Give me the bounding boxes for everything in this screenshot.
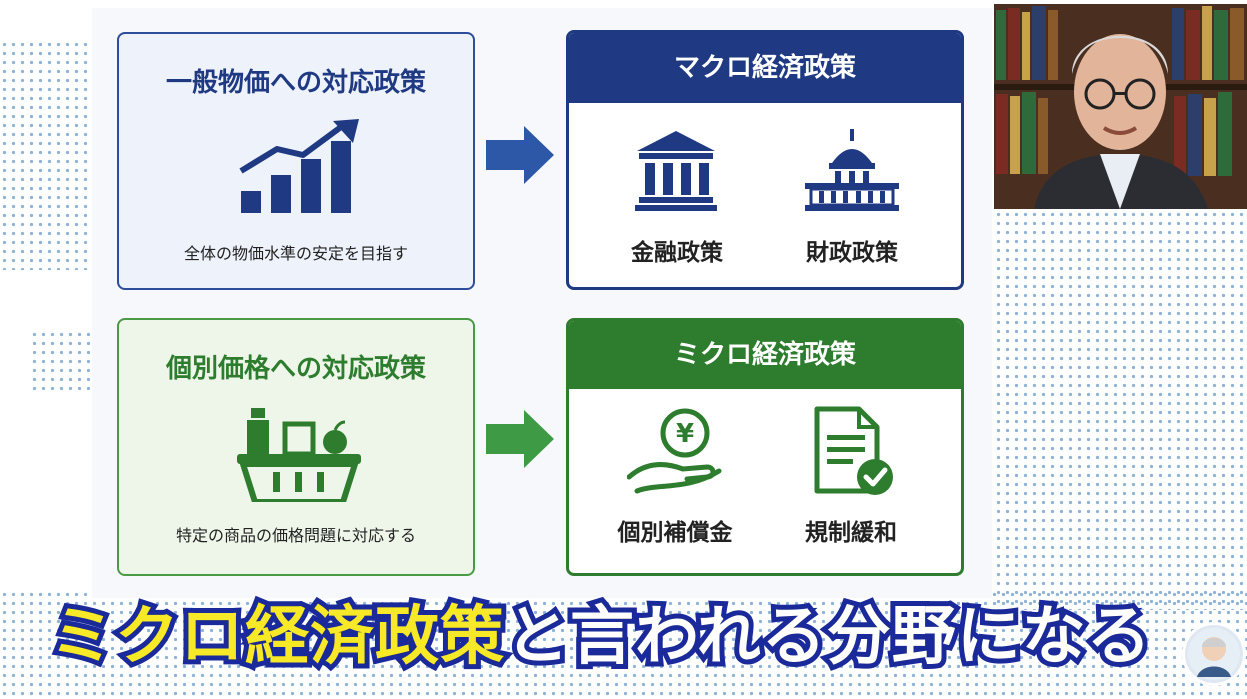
channel-logo-icon bbox=[1188, 628, 1240, 680]
bank-icon bbox=[635, 131, 717, 211]
arrow-right-icon bbox=[486, 410, 554, 468]
parliament-icon bbox=[805, 129, 899, 211]
individual-price-policy-description: 特定の商品の価格問題に対応する bbox=[175, 526, 416, 545]
caption-rest: と言われる分野になる bbox=[500, 595, 1156, 679]
deregulation-label: 規制緩和 bbox=[805, 520, 897, 546]
yen-hand-icon: ¥ bbox=[627, 408, 722, 494]
general-price-policy-title: 一般物価への対応政策 bbox=[165, 68, 426, 98]
shopping-basket-icon bbox=[237, 408, 361, 502]
general-price-policy-description: 全体の物価水準の安定を目指す bbox=[183, 244, 408, 263]
presenter-video-frame bbox=[994, 4, 1247, 209]
channel-logo-badge bbox=[1182, 622, 1246, 686]
individual-price-policy-title: 個別価格への対応政策 bbox=[165, 354, 426, 384]
presenter-webcam bbox=[994, 4, 1247, 209]
svg-text:¥: ¥ bbox=[676, 419, 694, 449]
general-price-policy-card: 一般物価への対応政策 全体の物価水準の安定を目指す bbox=[117, 32, 475, 290]
macro-economic-policy-header: マクロ経済政策 bbox=[569, 33, 961, 103]
dot-pattern-left-top bbox=[0, 40, 90, 270]
rising-bar-chart-icon bbox=[239, 119, 359, 213]
arrow-right-icon bbox=[486, 126, 554, 184]
individual-price-policy-card: 個別価格への対応政策 特定の商品の価格問題に対応する bbox=[117, 318, 475, 576]
dot-pattern-right bbox=[994, 210, 1247, 610]
subtitle-caption: ミクロ経済政策と言われる分野になる bbox=[45, 585, 1180, 679]
dot-pattern-bottom bbox=[0, 590, 1247, 699]
monetary-policy-label: 金融政策 bbox=[631, 240, 723, 266]
individual-compensation-label: 個別補償金 bbox=[617, 520, 733, 546]
micro-economic-policy-card: ミクロ経済政策 ¥ 個別補償金 規制緩和 bbox=[566, 318, 964, 576]
document-check-icon bbox=[814, 406, 893, 495]
dot-pattern-left-mid bbox=[30, 330, 90, 390]
macro-economic-policy-card: マクロ経済政策 金融政策 財政政策 bbox=[566, 30, 964, 290]
fiscal-policy-label: 財政政策 bbox=[806, 240, 898, 266]
micro-economic-policy-header: ミクロ経済政策 bbox=[569, 321, 961, 389]
caption-highlight: ミクロ経済政策 bbox=[45, 595, 509, 679]
